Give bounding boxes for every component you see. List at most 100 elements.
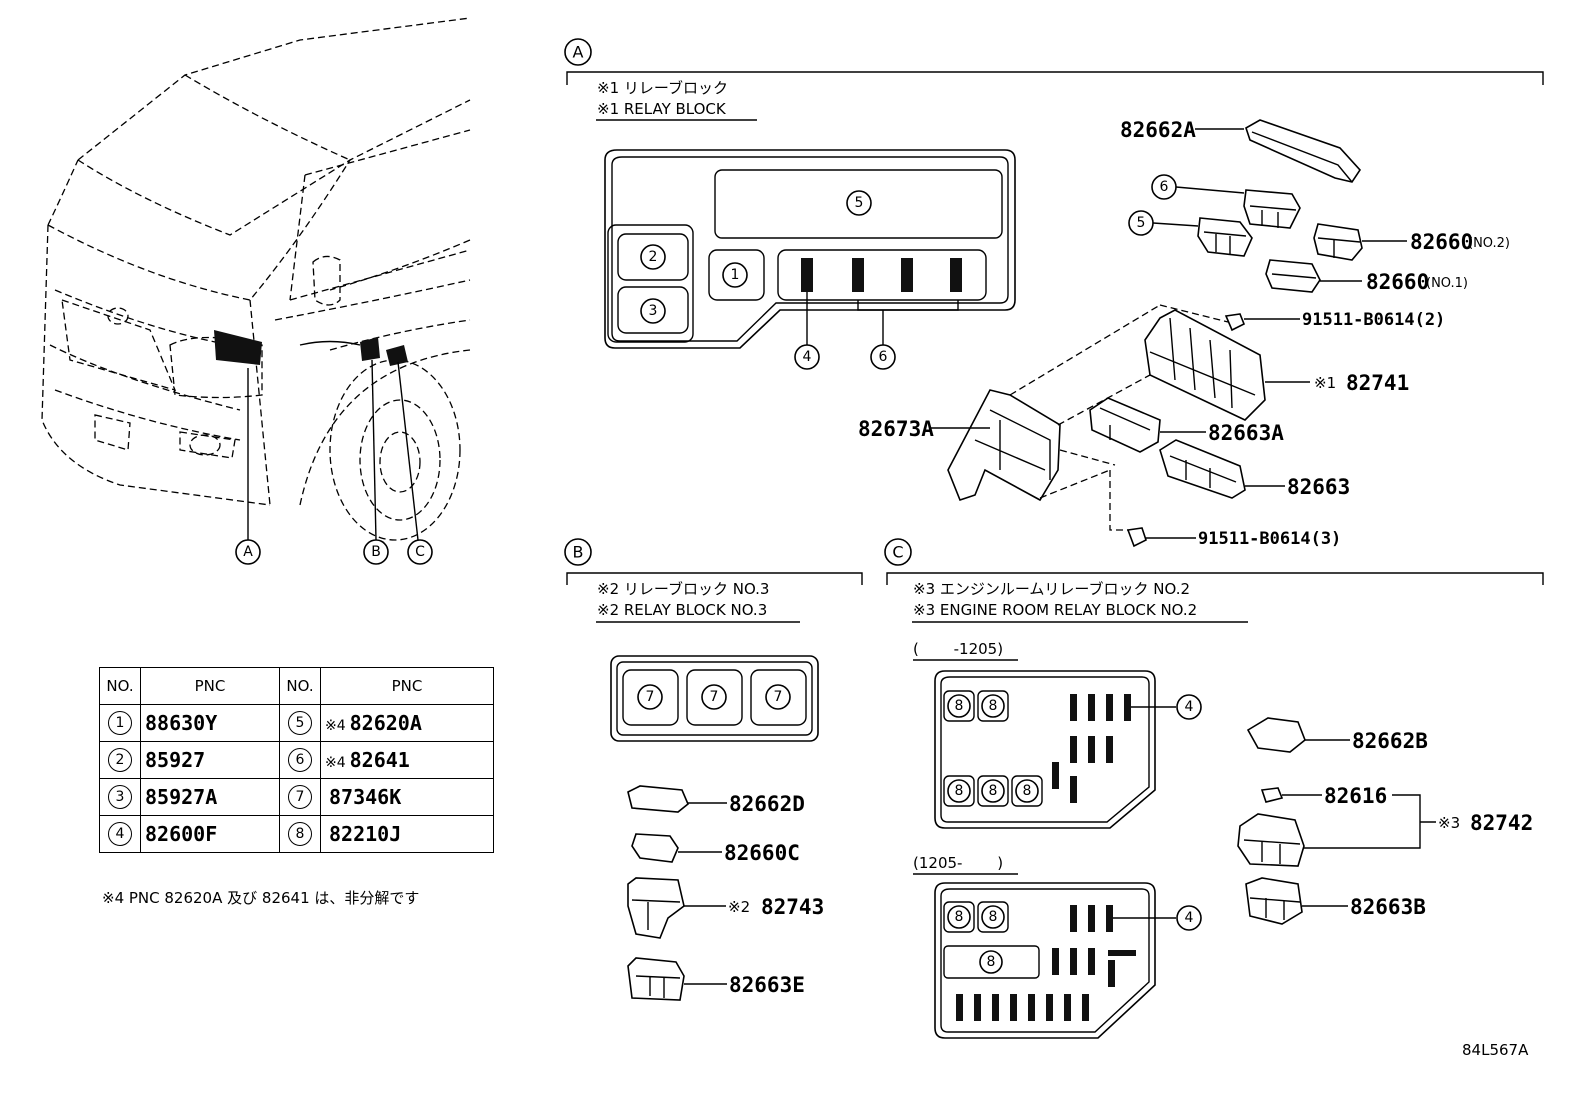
svg-text:82742: 82742 xyxy=(1470,811,1533,835)
pnc-value: 85927 xyxy=(140,741,280,779)
svg-text:8: 8 xyxy=(955,698,964,714)
svg-text:8: 8 xyxy=(955,909,964,925)
section-a: A ※1 リレーブロック ※1 RELAY BLOCK 5 2 3 1 xyxy=(564,38,1544,549)
relay-block-c-layout-2: 8 8 8 4 xyxy=(934,882,1202,1039)
relay-block-c-location xyxy=(386,345,408,366)
table-row: 4 82600F 8 82210J xyxy=(99,815,494,853)
header-no-1: NO. xyxy=(99,667,141,705)
svg-text:8: 8 xyxy=(1023,783,1032,799)
section-a-title-en: ※1 RELAY BLOCK xyxy=(597,100,727,118)
svg-text:8: 8 xyxy=(955,783,964,799)
svg-text:6: 6 xyxy=(879,349,888,365)
part-82660C: 82660C xyxy=(631,833,800,865)
pnc-value: 87346K xyxy=(329,785,402,809)
part-91511-B0614-2: 91511-B0614(2) xyxy=(1224,310,1445,332)
svg-text:3: 3 xyxy=(649,303,658,319)
part-callout-5: 5 xyxy=(1128,210,1253,257)
section-a-marker xyxy=(564,38,592,66)
svg-text:5: 5 xyxy=(855,195,864,211)
part-82741: ※1 82741 xyxy=(1144,309,1409,421)
pnc-value: 82641 xyxy=(349,748,410,772)
section-c-title-en: ※3 ENGINE ROOM RELAY BLOCK NO.2 xyxy=(913,601,1197,619)
item-number: 8 xyxy=(288,822,312,846)
svg-text:4: 4 xyxy=(1185,699,1194,715)
vehicle-callout-c: C xyxy=(407,539,433,565)
vehicle-illustration xyxy=(41,17,471,541)
svg-text:(NO.1): (NO.1) xyxy=(1426,276,1468,291)
svg-text:C: C xyxy=(415,544,425,560)
note-mark: ※4 xyxy=(325,755,346,771)
part-82662D: 82662D xyxy=(627,785,805,816)
svg-text:6: 6 xyxy=(1160,179,1169,195)
section-c-title-jp: ※3 エンジンルームリレーブロック NO.2 xyxy=(913,580,1190,598)
part-82663E: 82663E xyxy=(627,957,805,1001)
part-82743: ※2 82743 xyxy=(627,877,824,939)
relay-block-b-location xyxy=(360,337,380,361)
svg-text:8: 8 xyxy=(989,909,998,925)
part-82673A: 82673A xyxy=(858,389,1061,502)
vehicle-callout-a: A xyxy=(235,539,261,565)
svg-text:C: C xyxy=(892,543,903,562)
pnc-value: 82210J xyxy=(329,822,402,846)
note-mark: ※4 xyxy=(325,718,346,734)
svg-text:82663E: 82663E xyxy=(729,973,805,997)
svg-text:82662B: 82662B xyxy=(1352,729,1428,753)
svg-text:4: 4 xyxy=(803,349,812,365)
svg-text:A: A xyxy=(243,544,253,560)
svg-text:※3: ※3 xyxy=(1438,814,1460,832)
part-82663A: 82663A xyxy=(1089,397,1284,453)
relay-block-c-layout-1: 8 8 8 8 8 4 xyxy=(934,670,1202,829)
footnote: ※4 PNC 82620A 及び 82641 は、非分解です xyxy=(102,889,420,907)
svg-text:82660: 82660 xyxy=(1410,230,1473,254)
svg-text:82660C: 82660C xyxy=(724,841,800,865)
item-number: 6 xyxy=(288,748,312,772)
part-82616: 82616 xyxy=(1260,784,1387,808)
svg-text:91511-B0614(2): 91511-B0614(2) xyxy=(1302,310,1445,330)
section-a-title-jp: ※1 リレーブロック xyxy=(597,79,728,97)
item-number: 7 xyxy=(288,785,312,809)
svg-text:8: 8 xyxy=(989,783,998,799)
item-number: 1 xyxy=(108,711,132,735)
header-no-2: NO. xyxy=(279,667,321,705)
part-91511-B0614-3: 91511-B0614(3) xyxy=(1126,527,1341,549)
item-number: 2 xyxy=(108,748,132,772)
svg-text:82663: 82663 xyxy=(1287,475,1350,499)
drawing-code: 84L567A xyxy=(1462,1041,1529,1059)
table-row: 3 85927A 7 87346K xyxy=(99,778,494,816)
part-82660-no1: 82660 (NO.1) xyxy=(1265,259,1468,294)
svg-text:2: 2 xyxy=(649,249,658,265)
relay-block-b-layout: 7 7 7 xyxy=(610,655,819,742)
range-label-post-1205: (1205- ) xyxy=(913,854,1003,872)
part-82742: ※3 82742 xyxy=(1237,794,1533,867)
part-82662B: 82662B xyxy=(1246,717,1428,753)
header-pnc-2: PNC xyxy=(320,667,494,705)
part-82663: 82663 xyxy=(1159,439,1350,499)
svg-text:※1: ※1 xyxy=(1314,374,1336,392)
part-82660-no2: 82660 (NO.2) xyxy=(1313,223,1510,261)
part-callout-6: 6 xyxy=(1151,174,1301,229)
svg-text:82616: 82616 xyxy=(1324,784,1387,808)
part-82663B: 82663B xyxy=(1245,877,1426,925)
header-pnc-1: PNC xyxy=(140,667,280,705)
svg-text:7: 7 xyxy=(774,689,783,705)
svg-text:(NO.2): (NO.2) xyxy=(1468,236,1510,251)
table-header-row: NO. PNC NO. PNC xyxy=(99,667,494,705)
part-82662A: 82662A xyxy=(1120,118,1362,183)
pnc-value: 88630Y xyxy=(140,704,280,742)
svg-text:82660: 82660 xyxy=(1366,270,1429,294)
section-b: B ※2 リレーブロック NO.3 ※2 RELAY BLOCK NO.3 7 … xyxy=(564,538,863,1001)
svg-text:5: 5 xyxy=(1137,215,1146,231)
svg-text:※2: ※2 xyxy=(728,898,750,916)
svg-text:1: 1 xyxy=(731,267,740,283)
svg-text:91511-B0614(3): 91511-B0614(3) xyxy=(1198,529,1341,549)
svg-text:82741: 82741 xyxy=(1346,371,1409,395)
pnc-value: 85927A xyxy=(140,778,280,816)
svg-text:82663A: 82663A xyxy=(1208,421,1284,445)
svg-text:7: 7 xyxy=(710,689,719,705)
svg-text:82743: 82743 xyxy=(761,895,824,919)
section-b-title-en: ※2 RELAY BLOCK NO.3 xyxy=(597,601,767,619)
svg-text:A: A xyxy=(573,43,584,62)
